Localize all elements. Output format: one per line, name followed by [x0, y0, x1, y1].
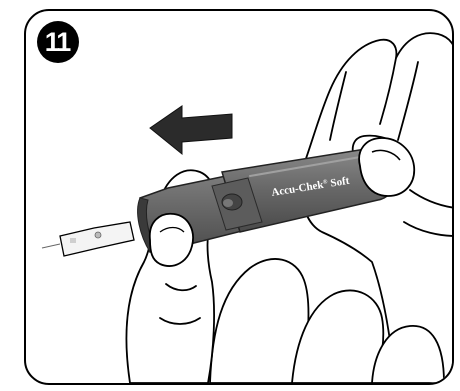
step-number: 11 [45, 29, 70, 56]
step-number-badge: 11 [37, 21, 79, 63]
pinch-finger [150, 214, 193, 266]
